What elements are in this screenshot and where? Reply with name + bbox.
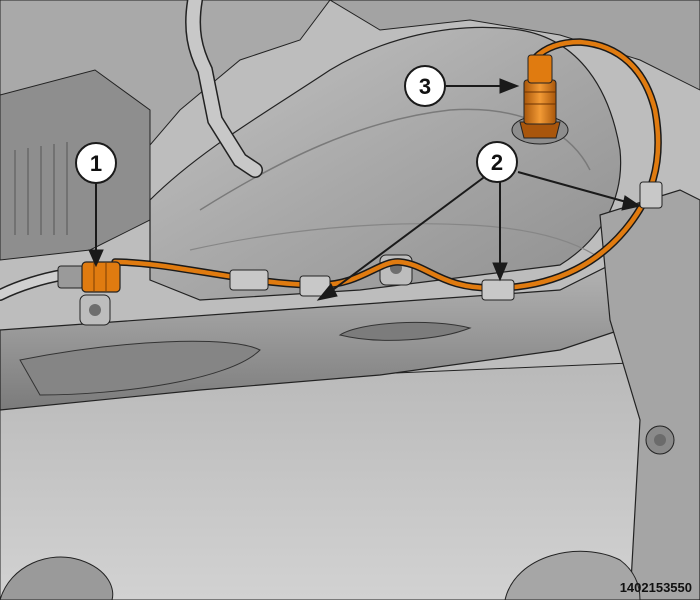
subframe-right (599, 189, 700, 600)
vacuum-hose-inner (186, 0, 262, 177)
callout-2: 2 (476, 141, 518, 183)
callout-1-label: 1 (90, 151, 102, 176)
callout-3-label: 3 (419, 74, 431, 99)
oxygen-sensor (511, 54, 569, 145)
bracket-hole (89, 304, 101, 316)
bolt-right-center (654, 434, 666, 446)
engine-block (0, 69, 151, 261)
floor-pan (0, 359, 700, 600)
heat-shield-ridge-lower (189, 223, 596, 256)
lower-shadow (19, 340, 261, 396)
figure-id: 1402153550 (619, 580, 692, 595)
cross-member-slot (338, 321, 472, 341)
engine-ribs (14, 142, 68, 235)
callout-1: 1 (75, 142, 117, 184)
callout-2-label: 2 (491, 150, 503, 175)
harness-clip (229, 269, 269, 291)
harness-clip (481, 279, 515, 301)
callout-3-arrow (446, 78, 520, 94)
callout-1-arrow (88, 183, 104, 268)
lower-left-arc (0, 556, 114, 600)
callout-3: 3 (404, 65, 446, 107)
harness-clip (639, 181, 663, 209)
callout-2-arrows (316, 171, 642, 301)
harness-connector (0, 261, 121, 301)
lower-right-arc (504, 550, 641, 600)
